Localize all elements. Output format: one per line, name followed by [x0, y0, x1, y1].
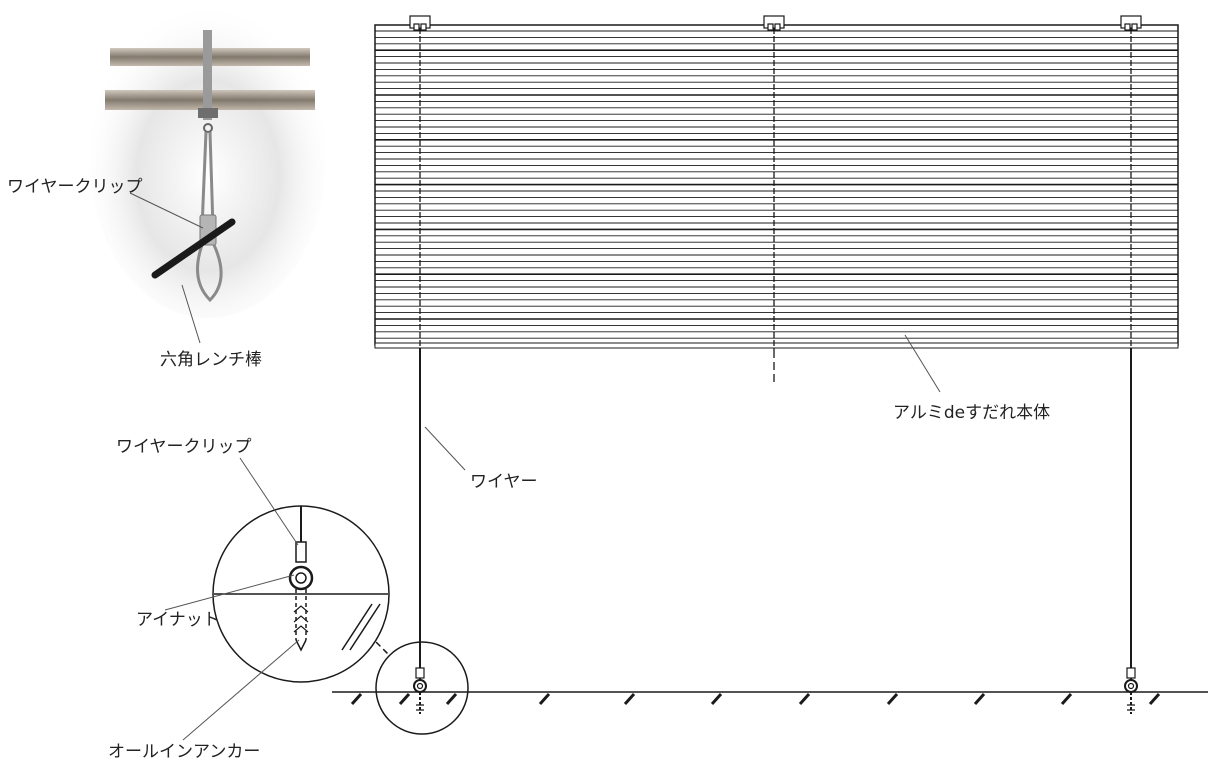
top-hanger [763, 15, 785, 31]
ground-hatch [538, 692, 551, 706]
ground-hatch [350, 692, 363, 706]
anchor-left [413, 667, 427, 714]
ground-hatch [798, 692, 811, 706]
label-wire: ワイヤー [470, 472, 538, 492]
label-hex-wrench: 六角レンチ棒 [160, 350, 262, 370]
label-eye-nut: アイナット [136, 610, 220, 630]
ground-hatch [623, 692, 636, 706]
detail-connector [361, 627, 391, 657]
photo-inset [90, 2, 326, 318]
label-wire-clip-photo: ワイヤークリップ [7, 177, 143, 197]
label-blind-body: アルミdeすだれ本体 [893, 403, 1051, 423]
ground-hatch [973, 692, 986, 706]
ground-hatch [886, 692, 899, 706]
label-wire-clip-detail: ワイヤークリップ [116, 437, 252, 457]
ground-hatch [445, 692, 458, 706]
top-hanger [1120, 15, 1142, 31]
ground-hatch [398, 692, 411, 706]
top-hanger [409, 15, 431, 31]
blind-slats [375, 30, 1178, 339]
leader-lines [129, 192, 941, 741]
blind-body [374, 15, 1179, 384]
detail-magnified-circle [212, 505, 390, 683]
ground-hatch [710, 692, 723, 706]
label-all-in-anchor: オールインアンカー [108, 742, 261, 762]
ground-hatch [1060, 692, 1073, 706]
anchor-right [1124, 667, 1138, 714]
ground-hatch [1148, 692, 1161, 706]
detail-target-circle [375, 641, 469, 735]
ground [332, 691, 1208, 706]
